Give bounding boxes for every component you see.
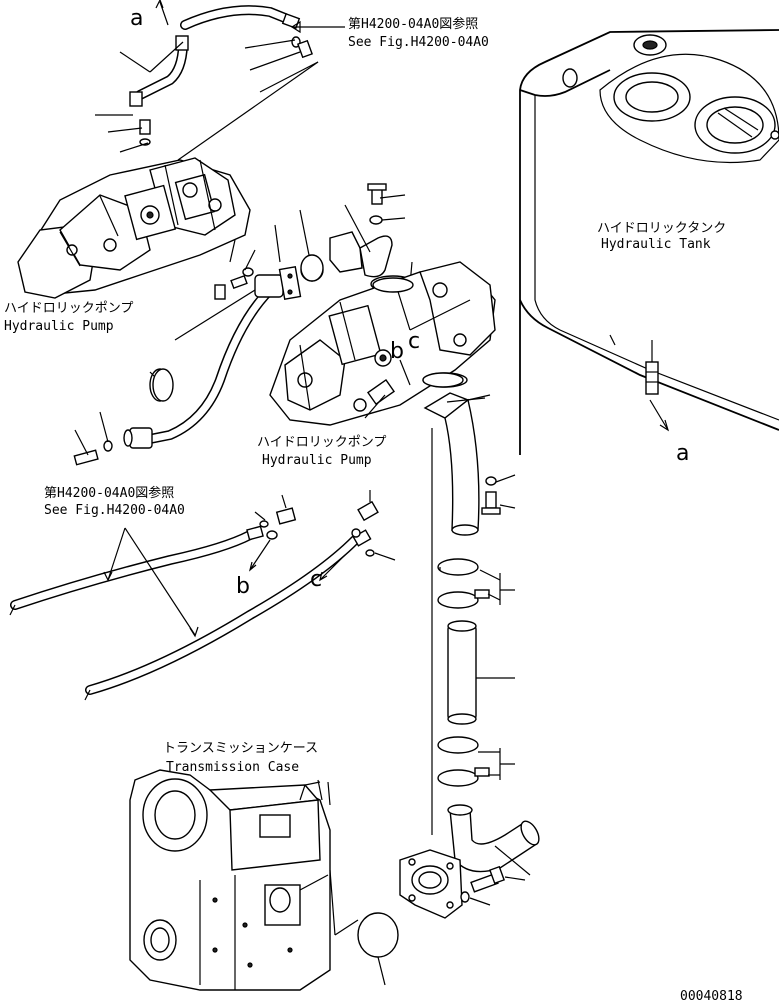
- pump1-label-jp: ハイドロリックポンプ: [4, 301, 133, 316]
- callout-c-pump: c: [408, 329, 420, 354]
- ref-mid-en: See Fig.H4200-04A0: [44, 503, 185, 518]
- upper-suction-hose: [95, 0, 345, 161]
- ref-top-en: See Fig.H4200-04A0: [348, 35, 489, 50]
- callout-a-top: a: [130, 6, 143, 31]
- ref-top-jp: 第H4200-04A0図参照: [348, 16, 478, 32]
- hydraulic-pump-1: [17, 157, 251, 299]
- ref-mid-jp: 第H4200-04A0図参照: [44, 485, 174, 501]
- labels: 第H4200-04A0図参照 See Fig.H4200-04A0 ハイドロリッ…: [4, 6, 743, 1004]
- drawing-number: 00040818: [680, 989, 743, 1004]
- pump2-label-jp: ハイドロリックポンプ: [257, 435, 386, 450]
- flange-fitting: [329, 183, 416, 293]
- pump2-label-en: Hydraulic Pump: [262, 453, 372, 468]
- suction-pipe-assembly: [399, 372, 540, 919]
- transmission-case: [129, 769, 359, 991]
- tank-label-jp: ハイドロリックタンク: [597, 221, 726, 236]
- pump1-label-en: Hydraulic Pump: [4, 319, 114, 334]
- tank-label-en: Hydraulic Tank: [601, 237, 711, 252]
- callout-a-right: a: [676, 441, 689, 466]
- transmission-label-jp: トランスミッションケース: [163, 741, 318, 756]
- pilot-hoses: [9, 490, 396, 701]
- hydraulic-pump-2: [269, 261, 496, 426]
- callout-c-hose: c: [310, 567, 322, 592]
- transmission-label-en: Transmission Case: [166, 760, 299, 775]
- hydraulic-tank: [519, 29, 779, 455]
- callout-b-pump: b: [390, 339, 404, 364]
- callout-b-hose: b: [236, 574, 250, 599]
- gaskets: [152, 254, 464, 986]
